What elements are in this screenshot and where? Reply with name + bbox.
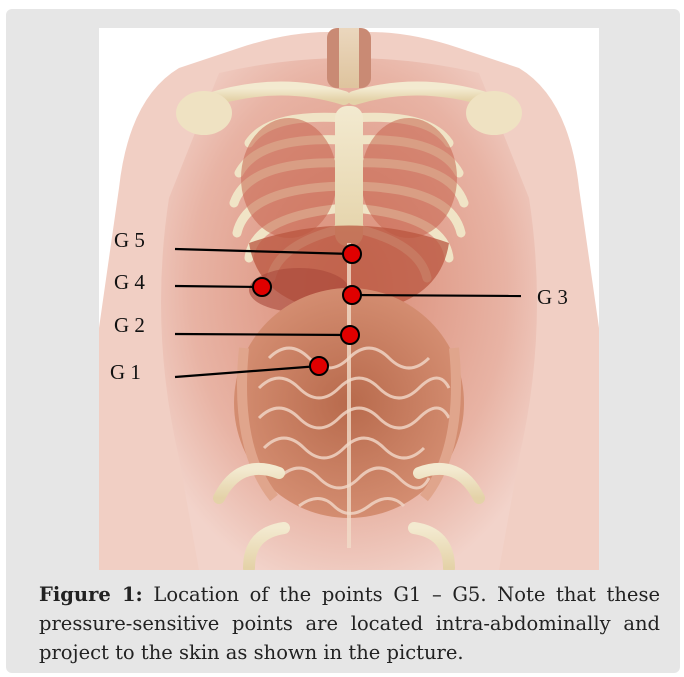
anatomy-illustration: G 5 G 4 G 3 G 2 G 1 xyxy=(99,28,599,570)
point-g2-marker xyxy=(341,326,359,344)
point-g2-label: G 2 xyxy=(114,313,145,337)
point-g1-label: G 1 xyxy=(110,360,141,384)
sternum xyxy=(335,106,363,246)
point-g1-marker xyxy=(310,357,328,375)
point-g4-marker xyxy=(253,278,271,296)
point-g5-marker xyxy=(343,245,361,263)
figure-panel: G 5 G 4 G 3 G 2 G 1 Figure 1: Location o… xyxy=(6,9,680,673)
point-g4-label: G 4 xyxy=(114,270,145,294)
point-g3-label: G 3 xyxy=(537,285,568,309)
neck xyxy=(327,28,371,88)
caption-label: Figure 1: xyxy=(39,583,143,606)
point-g5-label: G 5 xyxy=(114,228,145,252)
point-g3-marker xyxy=(343,286,361,304)
figure-caption: Figure 1: Location of the points G1 – G5… xyxy=(39,580,660,667)
